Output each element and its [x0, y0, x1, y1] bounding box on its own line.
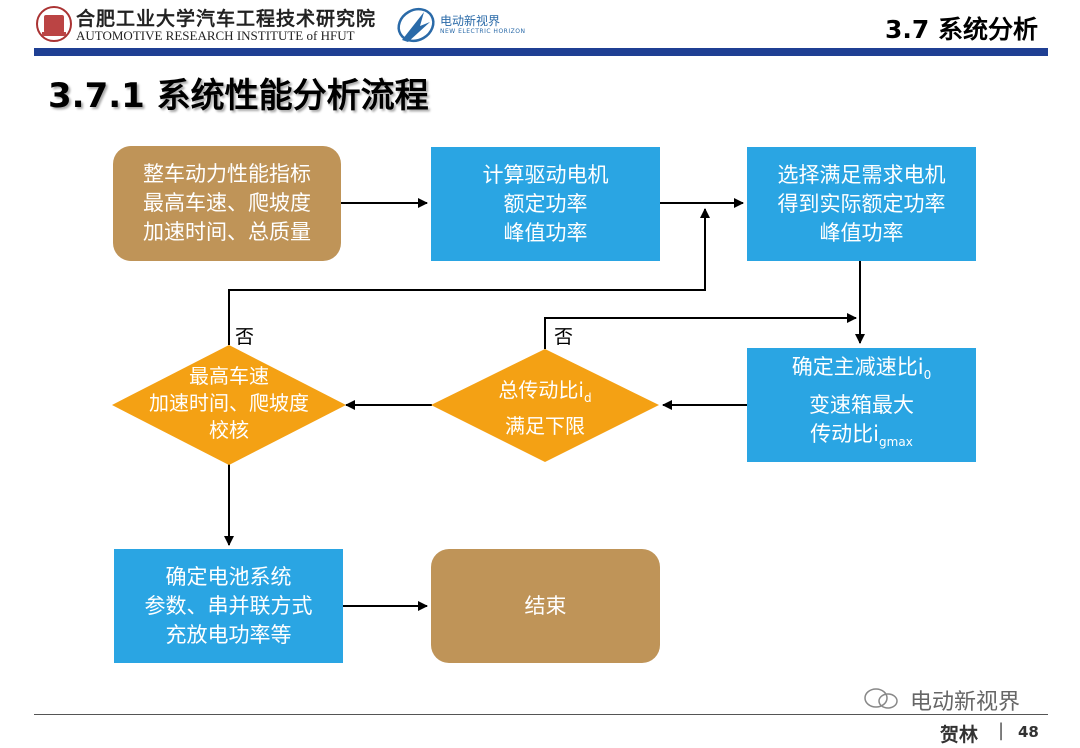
partner-name-cn: 电动新视界: [440, 14, 501, 28]
institute-name-en: AUTOMOTIVE RESEARCH INSTITUTE of HFUT: [76, 28, 355, 43]
author-name: 贺林: [940, 724, 979, 746]
watermark-text: 电动新视界: [910, 690, 1021, 715]
electric-horizon-logo-icon: [397, 7, 435, 43]
university-seal-icon: [36, 6, 72, 42]
page-title: 3.7.1 系统性能分析流程: [48, 76, 429, 116]
calc-motor-box: 计算驱动电机 额定功率 峰值功率: [431, 147, 660, 261]
partner-name-en: NEW ELECTRIC HORIZON: [440, 28, 526, 35]
wechat-icon: [864, 688, 898, 709]
decision-ratio-shape: [431, 349, 659, 462]
arrow-decision-no-loop: [544, 313, 857, 349]
ratio-box: 确定主减速比i0 变速箱最大 传动比igmax: [747, 348, 976, 462]
select-motor-box: 选择满足需求电机 得到实际额定功率 峰值功率: [747, 147, 976, 261]
footer-divider: [34, 714, 1048, 715]
decision-ratio-label: 总传动比id 满足下限: [498, 378, 592, 438]
calc-motor-label: 计算驱动电机 额定功率 峰值功率: [482, 162, 609, 245]
institute-name-cn: 合肥工业大学汽车工程技术研究院: [76, 8, 377, 30]
no-label-decision-check: 否: [235, 326, 255, 348]
section-title: 3.7 系统分析: [885, 15, 1038, 44]
end-box: 结束: [431, 549, 660, 663]
end-label: 结束: [524, 593, 567, 618]
ratio-line-2: 变速箱最大: [809, 392, 914, 417]
start-box: 整车动力性能指标 最高车速、爬坡度 加速时间、总质量: [113, 146, 341, 261]
ratio-line-3: 传动比igmax: [810, 421, 913, 449]
ratio-line-1: 确定主减速比i0: [791, 355, 932, 383]
decision-check-shape: [112, 345, 346, 465]
footer-separator: |: [998, 720, 1005, 741]
header: 合肥工业大学汽车工程技术研究院 AUTOMOTIVE RESEARCH INST…: [0, 0, 1080, 60]
header-divider-bar: [34, 48, 1048, 56]
battery-label: 确定电池系统 参数、串并联方式 充放电功率等: [144, 564, 313, 647]
start-box-label: 整车动力性能指标 最高车速、爬坡度 加速时间、总质量: [143, 162, 311, 244]
select-motor-label: 选择满足需求电机 得到实际额定功率 峰值功率: [777, 162, 946, 245]
decision-check-label: 最高车速 加速时间、爬坡度 校核: [149, 364, 309, 442]
page-number: 48: [1018, 723, 1039, 741]
no-label-decision-ratio: 否: [554, 326, 574, 348]
arrow-check-no-loop: [228, 208, 710, 345]
battery-box: 确定电池系统 参数、串并联方式 充放电功率等: [114, 549, 343, 663]
